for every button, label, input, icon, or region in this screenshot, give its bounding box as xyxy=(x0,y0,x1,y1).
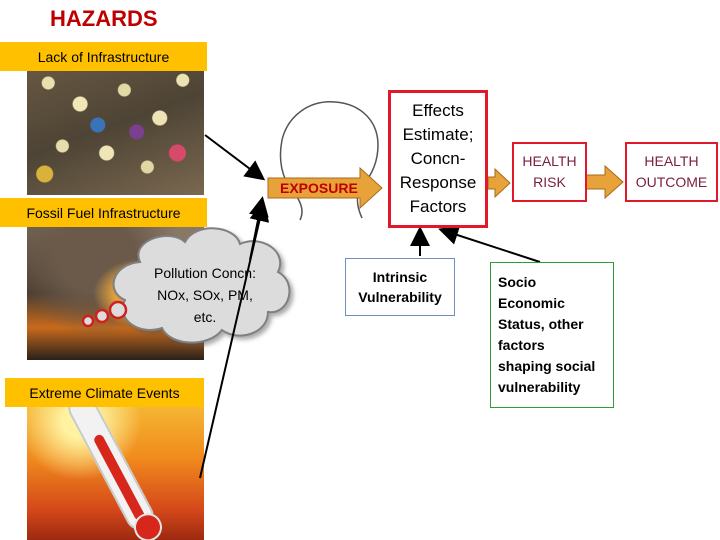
hazard-label-climate-text: Extreme Climate Events xyxy=(29,384,180,401)
effects-line-3: Concn- xyxy=(410,149,466,168)
socio-line-5: shaping social xyxy=(498,358,596,374)
intrinsic-vulnerability-box: Intrinsic Vulnerability xyxy=(345,258,455,316)
effects-line-1: Effects xyxy=(412,101,464,120)
pollution-text: Pollution Concn: NOx, SOx, PM, etc. xyxy=(130,262,280,328)
cloud-tail-circle-1 xyxy=(108,300,128,320)
arrow-infrastructure-to-exposure xyxy=(204,134,266,181)
effects-line-5: Factors xyxy=(409,197,467,216)
hazard-label-infrastructure-text: Lack of Infrastructure xyxy=(37,48,170,65)
effects-line-2: Estimate; xyxy=(402,125,474,144)
hazard-label-fossil-text: Fossil Fuel Infrastructure xyxy=(26,204,181,221)
socio-line-6: vulnerability xyxy=(498,379,581,395)
health-outcome-line-1: HEALTH xyxy=(644,153,699,169)
page-title: HAZARDS xyxy=(50,6,158,31)
health-outcome-line-2: OUTCOME xyxy=(635,174,708,190)
pollution-cloud xyxy=(112,227,291,344)
health-risk-line-2: RISK xyxy=(533,174,566,190)
health-outcome-box: HEALTH OUTCOME xyxy=(625,142,718,202)
intrinsic-line-1: Intrinsic xyxy=(372,269,428,285)
socio-line-4: factors xyxy=(498,337,545,353)
arrow-climate-to-exposure xyxy=(199,201,270,479)
intrinsic-line-2: Vulnerability xyxy=(358,289,442,305)
socio-economic-box: Socio Economic Status, other factors sha… xyxy=(490,262,614,408)
crowd-photo xyxy=(27,55,204,195)
pollution-line-1: Pollution Concn: xyxy=(154,265,256,281)
arrow-risk-to-outcome xyxy=(584,164,624,200)
hazard-label-infrastructure: Lack of Infrastructure xyxy=(0,42,207,71)
effects-line-4: Response xyxy=(399,173,477,192)
arrow-socio-to-effects xyxy=(438,225,541,263)
pollution-line-2: NOx, SOx, PM, xyxy=(157,287,253,303)
arrow-exposure-to-effects xyxy=(267,166,383,210)
cloud-tail-circle-2 xyxy=(94,308,110,324)
pollution-line-3: etc. xyxy=(193,309,217,325)
exposure-label: EXPOSURE xyxy=(280,180,358,196)
health-risk-line-1: HEALTH xyxy=(522,153,577,169)
socio-line-3: Status, other xyxy=(498,316,584,332)
health-risk-box: HEALTH RISK xyxy=(512,142,587,202)
effects-box: Effects Estimate; Concn- Response Factor… xyxy=(388,90,488,228)
socio-line-1: Socio xyxy=(498,274,537,290)
cloud-tail-circle-3 xyxy=(81,314,95,328)
hazard-label-fossil: Fossil Fuel Infrastructure xyxy=(0,198,207,227)
hazard-label-climate: Extreme Climate Events xyxy=(5,378,204,407)
socio-line-2: Economic xyxy=(498,295,565,311)
heat-photo xyxy=(27,392,204,540)
arrow-effects-to-risk xyxy=(487,167,511,199)
